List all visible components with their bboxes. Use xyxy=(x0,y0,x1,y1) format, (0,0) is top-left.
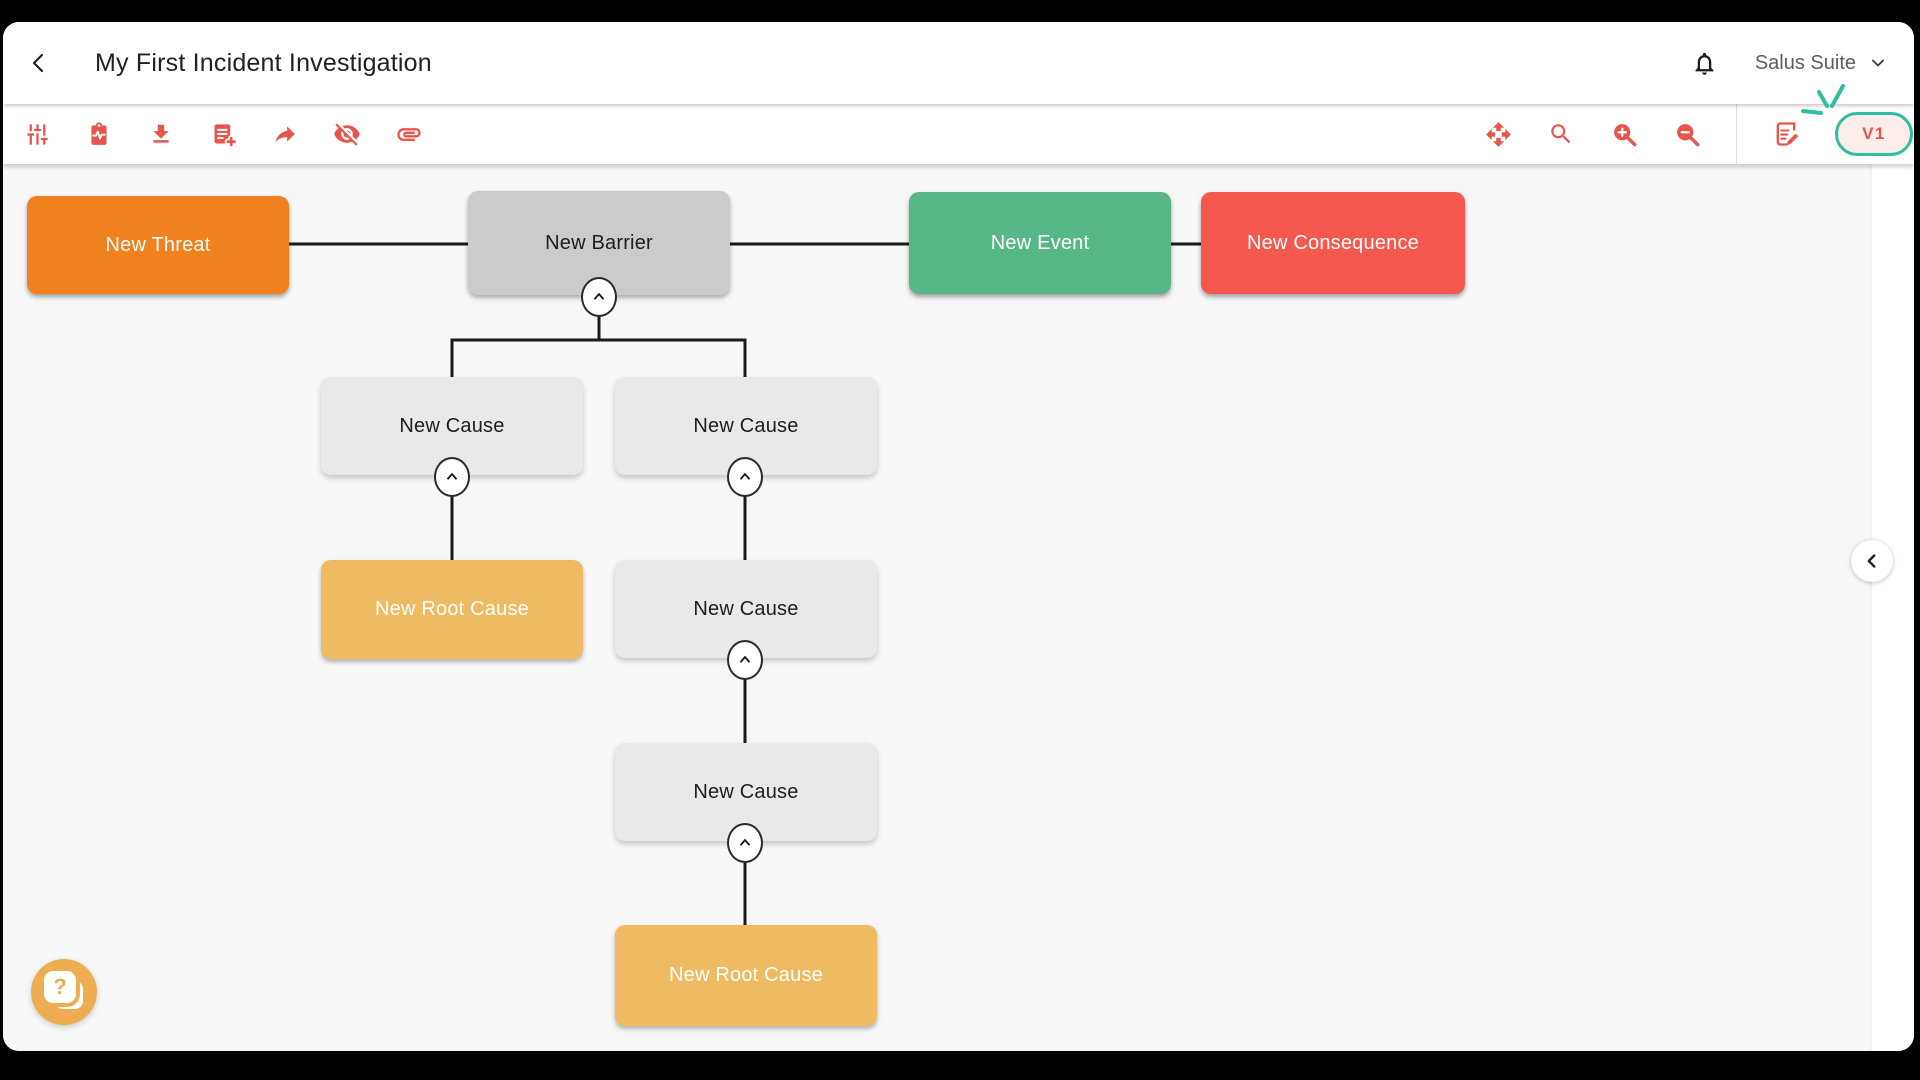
node-new-root-cause-1[interactable]: New Root Cause xyxy=(321,560,583,659)
app-switcher-label: Salus Suite xyxy=(1754,51,1856,74)
chevron-left-icon xyxy=(1867,554,1876,568)
health-report-icon xyxy=(91,122,107,145)
node-label: New Cause xyxy=(693,414,799,437)
node-label: New Cause xyxy=(693,597,799,620)
node-label: New Root Cause xyxy=(375,598,529,620)
expander-barrier[interactable] xyxy=(581,277,617,317)
expander-cause-2[interactable] xyxy=(727,457,763,497)
filters-button[interactable] xyxy=(17,114,57,154)
node-new-threat[interactable]: New Threat xyxy=(27,196,289,294)
share-forward-icon xyxy=(275,126,295,143)
chevron-left-icon xyxy=(32,53,44,73)
paperclip-icon xyxy=(397,128,421,141)
node-label: New Barrier xyxy=(545,231,653,254)
collapsed-side-panel xyxy=(1872,164,1914,1051)
add-note-button[interactable] xyxy=(203,114,243,154)
node-label: New Event xyxy=(990,231,1090,254)
edit-document-icon xyxy=(1776,122,1799,146)
download-icon xyxy=(153,124,169,143)
toolbar-left-group xyxy=(3,114,429,154)
search-icon xyxy=(1551,124,1571,144)
node-new-consequence[interactable]: New Consequence xyxy=(1201,192,1465,294)
bell-icon xyxy=(1695,52,1714,75)
zoom-in-button[interactable] xyxy=(1604,114,1644,154)
expander-cause-1[interactable] xyxy=(434,457,470,497)
diagram-canvas[interactable]: New Threat New Barrier New Event New Con… xyxy=(3,164,1914,1051)
toolbar-right-group: V1 xyxy=(1478,104,1913,164)
app-header: My First Incident Investigation Salus Su… xyxy=(3,22,1914,104)
eye-off-icon xyxy=(334,123,360,146)
diagram-toolbar: V1 xyxy=(3,104,1914,164)
pan-button[interactable] xyxy=(1478,114,1518,154)
expander-cause-4[interactable] xyxy=(727,823,763,863)
header-right: Salus Suite xyxy=(1685,43,1914,83)
node-new-root-cause-2[interactable]: New Root Cause xyxy=(615,925,877,1026)
highlight-sparks-icon xyxy=(1801,84,1845,115)
attachments-button[interactable] xyxy=(389,114,429,154)
help-question-icon: ? xyxy=(44,971,76,1003)
node-label: New Cause xyxy=(399,414,505,437)
app-switcher-dropdown[interactable]: Salus Suite xyxy=(1755,52,1888,75)
help-button[interactable]: ? xyxy=(31,959,97,1025)
chevron-up-icon xyxy=(446,473,458,480)
edit-document-button[interactable] xyxy=(1766,114,1806,154)
search-button[interactable] xyxy=(1541,114,1581,154)
toolbar-divider xyxy=(1736,104,1737,164)
node-label: New Consequence xyxy=(1247,231,1419,254)
page-title: My First Incident Investigation xyxy=(95,48,432,77)
move-pan-icon xyxy=(1485,121,1511,147)
version-button[interactable]: V1 xyxy=(1835,112,1913,156)
notifications-button[interactable] xyxy=(1685,43,1725,83)
chevron-up-icon xyxy=(739,656,751,663)
add-note-icon xyxy=(214,123,237,148)
health-report-button[interactable] xyxy=(79,114,119,154)
expander-cause-3[interactable] xyxy=(727,640,763,680)
chevron-down-icon xyxy=(1872,59,1884,67)
share-button[interactable] xyxy=(265,114,305,154)
back-button[interactable] xyxy=(19,43,59,83)
chevron-up-icon xyxy=(739,839,751,846)
node-label: New Cause xyxy=(693,780,799,803)
side-panel-toggle-button[interactable] xyxy=(1851,540,1893,582)
connector-lines xyxy=(289,242,1201,925)
zoom-in-icon xyxy=(1613,123,1636,146)
filters-icon xyxy=(26,123,48,145)
chevron-up-icon xyxy=(593,293,605,300)
zoom-out-icon xyxy=(1676,123,1699,146)
node-new-event[interactable]: New Event xyxy=(909,192,1171,294)
download-button[interactable] xyxy=(141,114,181,154)
hide-visibility-button[interactable] xyxy=(327,114,367,154)
chevron-up-icon xyxy=(739,473,751,480)
zoom-out-button[interactable] xyxy=(1667,114,1707,154)
node-label: New Root Cause xyxy=(669,964,823,986)
node-label: New Threat xyxy=(105,233,211,256)
app-window: My First Incident Investigation Salus Su… xyxy=(3,22,1914,1051)
